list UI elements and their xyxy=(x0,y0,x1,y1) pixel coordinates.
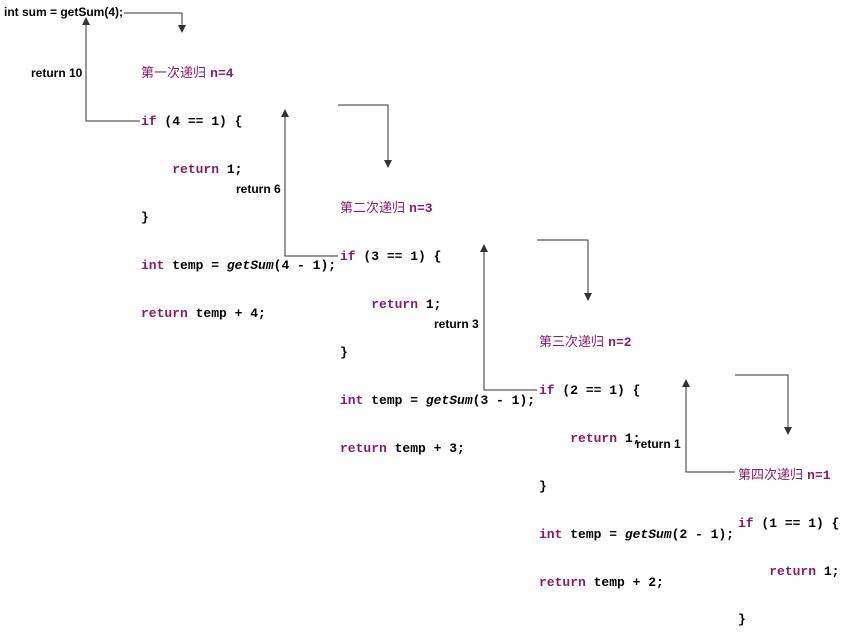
step-title: 第一次递归 n=4 xyxy=(141,66,234,81)
top-statement: int sum = getSum(4); xyxy=(4,5,124,19)
recursion-block-1: 第一次递归 n=4 if (4 == 1) { return 1; } int … xyxy=(141,66,337,321)
call-arrow-1 xyxy=(124,12,186,33)
return-label-4: return 1 xyxy=(636,437,681,451)
return-arrow-2 xyxy=(281,109,338,257)
return-arrow-1 xyxy=(82,17,140,122)
recursion-block-4: 第四次递归 n=1 if (1 == 1) { return 1; } xyxy=(738,468,840,627)
step-title: 第四次递归 n=1 xyxy=(738,468,831,483)
call-arrow-3 xyxy=(537,239,592,301)
return-label-2: return 6 xyxy=(236,182,281,196)
return-arrow-4 xyxy=(682,379,735,473)
recursion-block-2: 第二次递归 n=3 if (3 == 1) { return 1; } int … xyxy=(340,201,536,456)
flow-arrows xyxy=(82,12,792,473)
return-arrow-3 xyxy=(480,244,537,391)
call-arrow-4 xyxy=(735,374,792,435)
return-label-1: return 10 xyxy=(31,66,83,80)
recursion-block-3: 第三次递归 n=2 if (2 == 1) { return 1; } int … xyxy=(539,335,735,590)
call-arrow-2 xyxy=(338,104,392,168)
return-label-3: return 3 xyxy=(434,317,479,331)
step-title: 第二次递归 n=3 xyxy=(340,201,433,216)
step-title: 第三次递归 n=2 xyxy=(539,335,632,350)
